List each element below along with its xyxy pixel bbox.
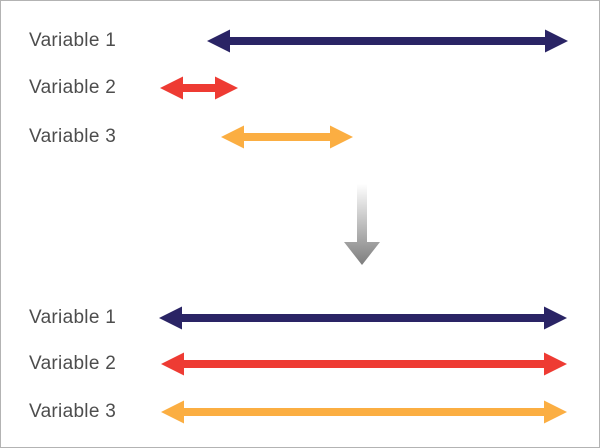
- variable-1-label: Variable 1: [29, 307, 117, 328]
- variable-3-label: Variable 3: [29, 126, 117, 147]
- variable-2-label: Variable 2: [29, 77, 117, 98]
- variable-2-range-arrow: [161, 351, 567, 377]
- variable-2-range-arrow: [160, 75, 238, 101]
- variable-2-label: Variable 2: [29, 353, 117, 374]
- variable-1-label: Variable 1: [29, 30, 117, 51]
- variable-3-range-arrow: [161, 399, 567, 425]
- variable-1-range-arrow: [159, 305, 567, 331]
- variable-1-range-arrow: [207, 28, 568, 54]
- variable-3-label: Variable 3: [29, 401, 117, 422]
- down-arrow-icon: [344, 184, 380, 265]
- variable-3-range-arrow: [221, 124, 353, 150]
